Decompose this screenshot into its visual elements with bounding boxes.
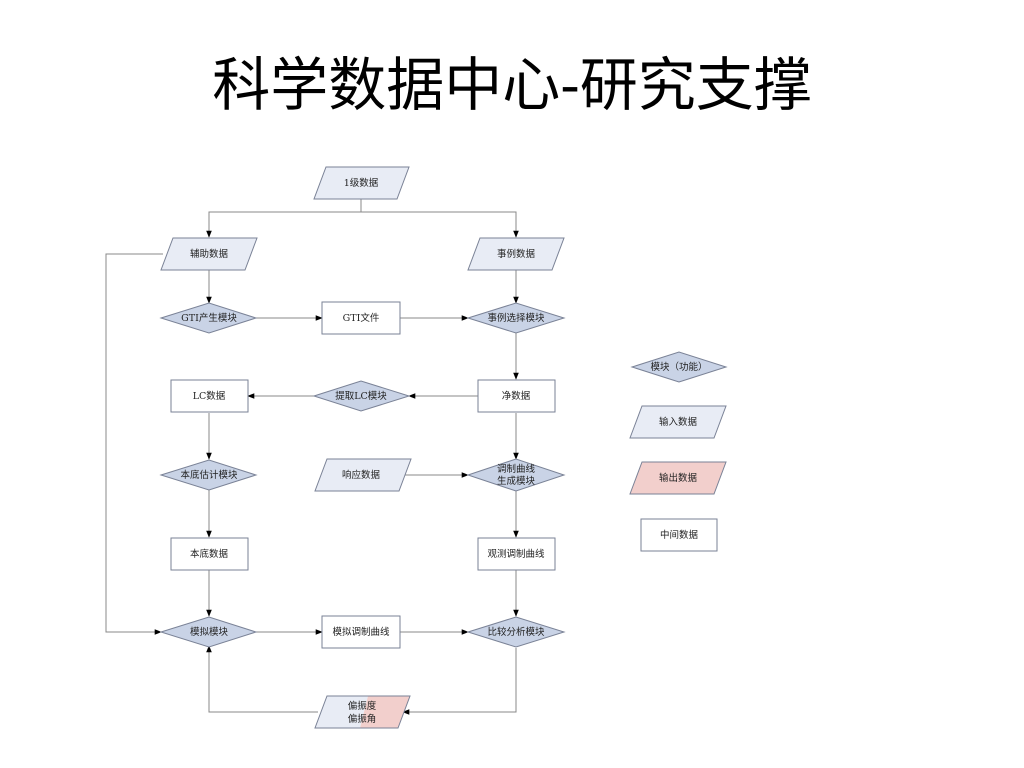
edge-compare-output [402, 648, 517, 715]
node-lc-data: LC数据 [170, 379, 249, 413]
svg-text:辅助数据: 辅助数据 [190, 248, 229, 260]
svg-text:观测调制曲线: 观测调制曲线 [487, 548, 545, 560]
svg-text:提取LC模块: 提取LC模块 [335, 390, 387, 402]
node-bg-data: 本底数据 [170, 537, 249, 571]
edge-to-aux [206, 211, 361, 238]
legend-output: 输出数据 [629, 461, 727, 495]
node-event-data: 事例数据 [467, 237, 565, 271]
legend-intermediate: 中间数据 [640, 518, 718, 552]
svg-text:本底数据: 本底数据 [190, 548, 229, 560]
node-level1-data: 1级数据 [313, 166, 410, 200]
svg-text:响应数据: 响应数据 [342, 469, 381, 481]
svg-text:中间数据: 中间数据 [660, 529, 699, 541]
node-output-polarization: 偏振度 偏振角 [314, 695, 411, 729]
node-gti-file: GTI文件 [321, 301, 401, 335]
svg-text:LC数据: LC数据 [193, 390, 226, 402]
svg-text:偏振度: 偏振度 [348, 700, 377, 712]
node-sim-module: 模拟模块 [159, 616, 258, 648]
node-response-data: 响应数据 [314, 458, 412, 492]
node-bg-estimate-module: 本底估计模块 [159, 459, 258, 491]
svg-text:本底估计模块: 本底估计模块 [180, 469, 238, 481]
svg-text:偏振角: 偏振角 [348, 713, 377, 725]
svg-text:模块（功能）: 模块（功能） [650, 361, 707, 373]
svg-text:事例选择模块: 事例选择模块 [487, 312, 545, 324]
svg-text:1级数据: 1级数据 [344, 177, 379, 189]
svg-text:生成模块: 生成模块 [497, 475, 536, 487]
svg-text:输出数据: 输出数据 [659, 472, 698, 484]
legend-module: 模块（功能） [630, 351, 728, 383]
node-sim-mod-curve: 模拟调制曲线 [321, 615, 401, 649]
node-gti-module: GTI产生模块 [159, 302, 258, 334]
node-event-select-module: 事例选择模块 [466, 302, 566, 334]
svg-text:输入数据: 输入数据 [659, 416, 698, 428]
svg-text:事例数据: 事例数据 [497, 248, 536, 260]
svg-text:净数据: 净数据 [502, 390, 531, 402]
legend: 模块（功能） 输入数据 输出数据 中间数据 [629, 351, 728, 552]
node-obs-mod-curve: 观测调制曲线 [477, 537, 556, 571]
svg-text:模拟模块: 模拟模块 [190, 626, 229, 638]
legend-input: 输入数据 [629, 405, 727, 439]
node-compare-module: 比较分析模块 [466, 616, 566, 648]
node-extract-lc-module: 提取LC模块 [312, 380, 411, 412]
edge-aux-sim [105, 253, 163, 635]
svg-text:GTI产生模块: GTI产生模块 [181, 312, 237, 324]
node-mod-curve-module: 调制曲线 生成模块 [466, 458, 566, 492]
svg-text:比较分析模块: 比较分析模块 [487, 626, 545, 638]
node-aux-data: 辅助数据 [160, 237, 258, 271]
svg-text:GTI文件: GTI文件 [343, 312, 380, 324]
node-clean-data: 净数据 [477, 379, 556, 413]
page-title: 科学数据中心-研究支撑 [212, 51, 812, 119]
svg-text:模拟调制曲线: 模拟调制曲线 [332, 626, 390, 638]
edge-to-event [361, 211, 519, 238]
edge-output-sim [206, 645, 318, 713]
svg-text:调制曲线: 调制曲线 [497, 463, 536, 475]
